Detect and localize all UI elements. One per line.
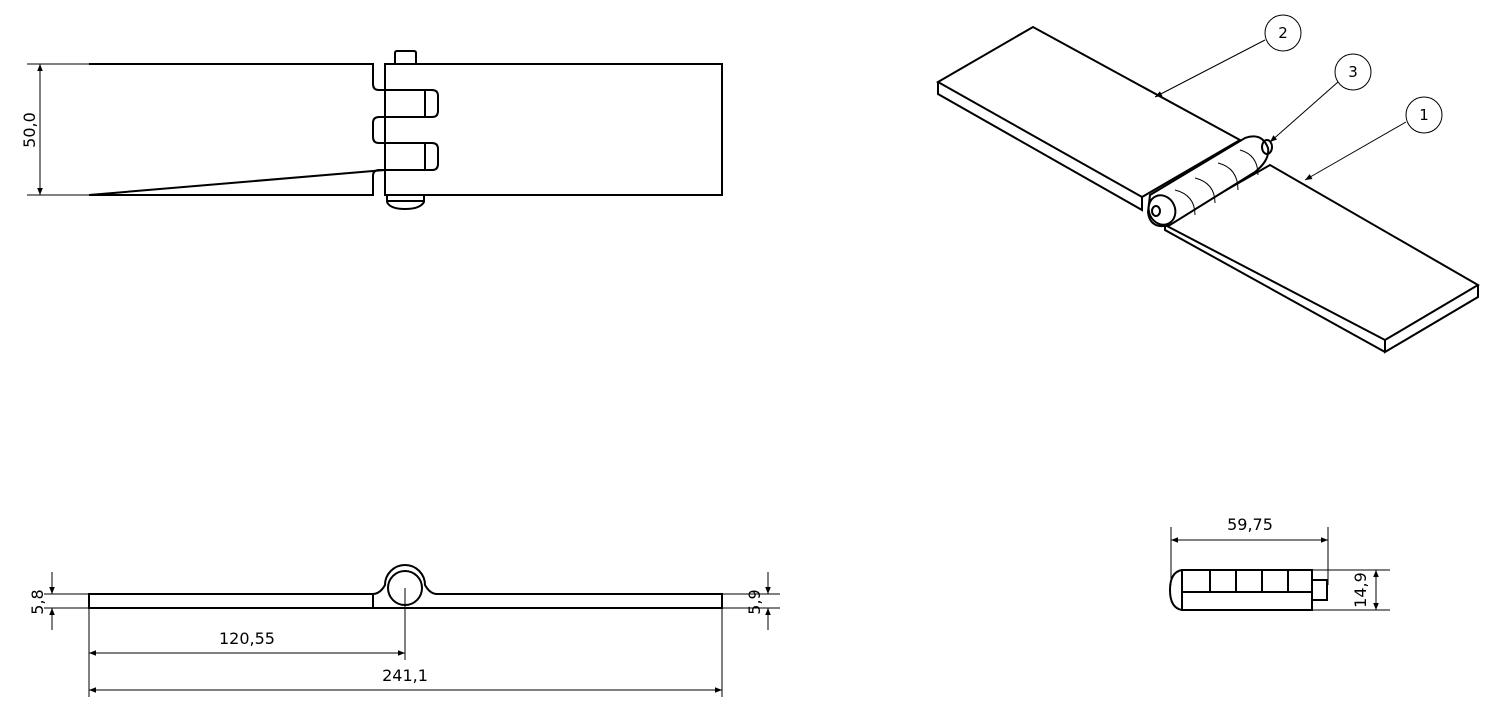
isometric-view: 2 3 1 (935, 14, 1480, 354)
svg-text:3: 3 (1348, 63, 1358, 81)
knuckle-profile (372, 564, 723, 609)
dimension-left-thickness-label: 5,8 (28, 589, 47, 614)
dimension-half-length: 120,55 (89, 629, 405, 656)
knuckle-tab-1 (385, 89, 439, 118)
side-view: 120,55 241,1 5,8 5,9 (28, 564, 780, 697)
knuckle-tab-2 (385, 142, 439, 171)
end-view: 59,75 14,9 (1168, 515, 1390, 611)
dimension-left-thickness: 5,8 (28, 572, 89, 630)
dimension-half-length-label: 120,55 (219, 629, 275, 648)
iso-barrel (1146, 135, 1270, 228)
dimension-total-length-label: 241,1 (382, 666, 428, 685)
dimension-end-height: 14,9 (1312, 569, 1390, 611)
dimension-end-length: 59,75 (1170, 515, 1329, 585)
balloon-2: 2 (1154, 14, 1302, 98)
dimension-width: 50,0 (20, 63, 89, 196)
pin-end (394, 50, 417, 64)
dimension-width-label: 50,0 (20, 112, 39, 148)
left-leaf-outline (88, 63, 386, 196)
balloon-3: 3 (1269, 53, 1372, 143)
barrel-body (1181, 569, 1313, 611)
pin-head (386, 195, 425, 211)
top-view: 50,0 (20, 50, 723, 211)
dimension-right-thickness-label: 5,9 (745, 589, 764, 614)
svg-text:2: 2 (1278, 24, 1288, 42)
dimension-end-height-label: 14,9 (1351, 572, 1370, 608)
balloon-1: 1 (1304, 96, 1443, 181)
pin-head-dome (1168, 569, 1183, 611)
dimension-end-length-label: 59,75 (1227, 515, 1273, 534)
svg-text:1: 1 (1419, 106, 1429, 124)
dimension-right-thickness: 5,9 (722, 572, 780, 630)
pin-nub (1311, 579, 1328, 601)
right-leaf-outline (384, 63, 723, 196)
dimension-total-length: 241,1 (89, 666, 722, 693)
